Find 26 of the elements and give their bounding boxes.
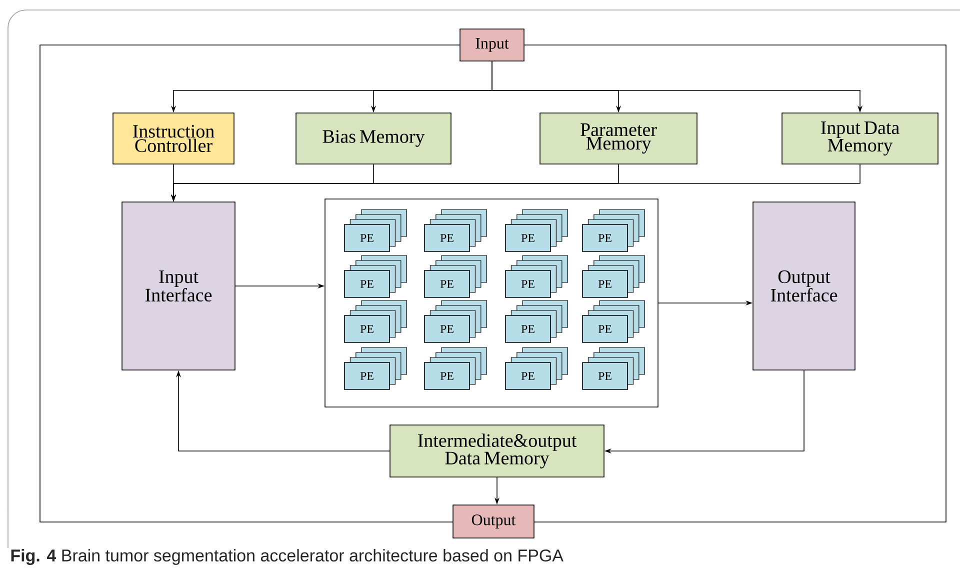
input-box: Input: [460, 28, 524, 62]
controller-box: Instruction Controller: [112, 112, 234, 164]
memory-box: Input Data Memory: [782, 112, 938, 164]
pe-stack: PE: [344, 209, 407, 252]
interface-box: Input Interface: [122, 202, 236, 370]
pe-stack: PE: [505, 209, 568, 252]
pe-stack: PE: [344, 300, 407, 343]
output-box: Output: [452, 504, 534, 538]
pe-stack: PE: [344, 255, 407, 298]
pe-stack: PE: [582, 347, 645, 390]
pe-stack: PE: [424, 347, 487, 390]
memory-box: Intermediate&output Data Memory: [390, 424, 604, 478]
pe-stack: PE: [582, 300, 645, 343]
pe-stack: PE: [424, 255, 487, 298]
pe-stack: PE: [505, 255, 568, 298]
memory-box: Bias Memory: [296, 112, 452, 164]
caption: Fig. 4 Brain tumor segmentation accelerator architecture based on FPGA: [11, 549, 564, 565]
pe-stack: PE: [505, 347, 568, 390]
pe-stack: PE: [424, 300, 487, 343]
pe-stack: PE: [582, 255, 645, 298]
pe-stack: PE: [505, 300, 568, 343]
pe-stack: PE: [582, 209, 645, 252]
interface-box: Output Interface: [752, 202, 856, 370]
pe-stack: PE: [344, 347, 407, 390]
pe-stack: PE: [424, 209, 487, 252]
memory-box: Parameter Memory: [540, 112, 698, 164]
